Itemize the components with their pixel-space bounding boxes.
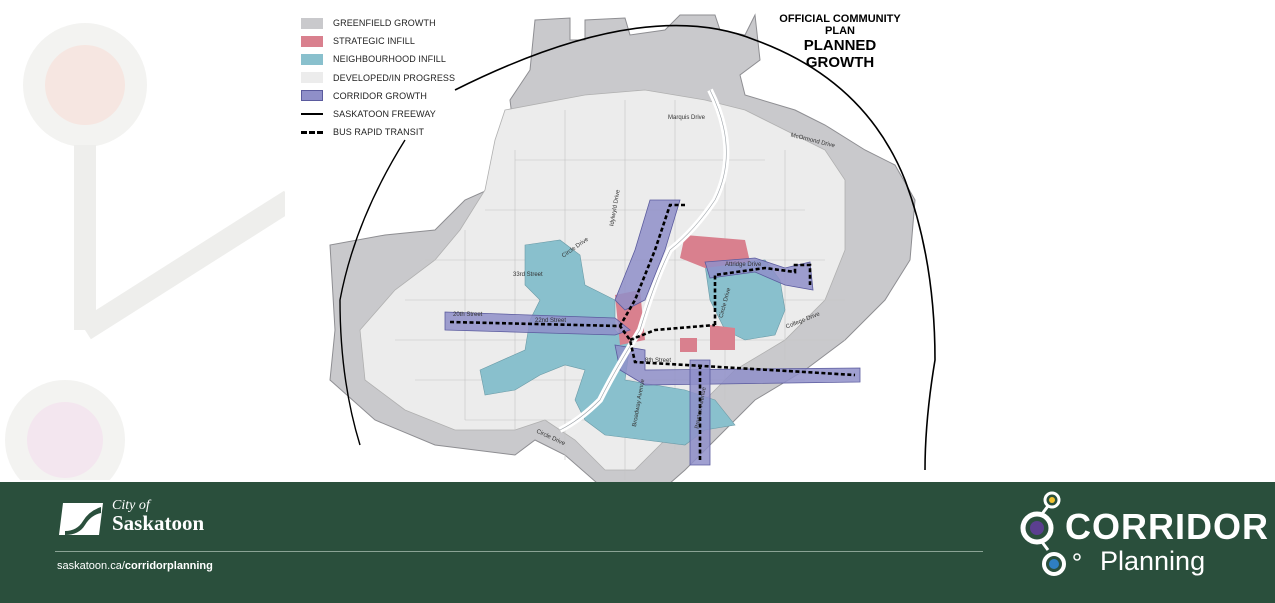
growth-map (329, 13, 936, 506)
growth-map-panel: Marquis Drive McOrmond Drive 33rd Street… (285, 0, 960, 520)
footer-divider (55, 551, 983, 552)
legend-swatch-greenfield (301, 17, 323, 29)
street-label-20th: 20th Street (453, 312, 483, 318)
map-title-line1: OFFICIAL COMMUNITY PLAN (779, 13, 901, 37)
city-of-saskatoon-logo-icon (59, 503, 103, 535)
legend-row-neighbourhood: NEIGHBOURHOOD INFILL (301, 50, 455, 68)
map-title: OFFICIAL COMMUNITY PLAN PLANNED GROWTH (765, 13, 915, 71)
river-edge (559, 89, 727, 431)
legend-label-neighbourhood: NEIGHBOURHOOD INFILL (333, 54, 447, 65)
site-url-link[interactable]: saskatoon.ca/corridorplanning (57, 560, 213, 572)
legend-swatch-brt (301, 130, 323, 134)
planning-brand-word: Planning (1100, 546, 1206, 576)
street-label-marquis: Marquis Drive (668, 115, 706, 121)
strategic-infill-small (680, 338, 697, 352)
legend-swatch-corridor (301, 90, 323, 102)
legend-row-developed: DEVELOPED/IN PROGRESS (301, 69, 455, 87)
street-label-attridge: Attridge Drive (725, 262, 762, 268)
neighbourhood-infill-central (479, 239, 736, 446)
legend-row-greenfield: GREENFIELD GROWTH (301, 14, 455, 32)
legend-label-greenfield: GREENFIELD GROWTH (333, 18, 436, 29)
corridor-brand-word: CORRIDOR (1065, 506, 1269, 547)
map-title-line2: PLANNED (803, 37, 877, 54)
site-url-path: corridorplanning (124, 560, 213, 572)
deco-circle-top-inner (45, 45, 125, 125)
footer-bar (0, 482, 1275, 603)
street-label-22nd: 22nd Street (535, 318, 567, 324)
legend-row-brt: BUS RAPID TRANSIT (301, 123, 455, 141)
legend-swatch-developed (301, 72, 323, 84)
saskatoon-freeway-west (339, 139, 406, 446)
legend-row-freeway: SASKATOON FREEWAY (301, 105, 455, 123)
legend-label-strategic: STRATEGIC INFILL (333, 36, 415, 47)
deco-connector-diag (79, 190, 290, 340)
legend-swatch-strategic (301, 35, 323, 47)
legend-label-corridor: CORRIDOR GROWTH (333, 90, 427, 101)
city-name-text: Saskatoon (112, 511, 205, 535)
legend-row-strategic: STRATEGIC INFILL (301, 32, 455, 50)
city-of-text: City of (112, 498, 150, 513)
legend-swatch-freeway (301, 113, 323, 116)
map-legend: GREENFIELD GROWTH STRATEGIC INFILL NEIGH… (301, 14, 455, 141)
legend-label-developed: DEVELOPED/IN PROGRESS (333, 72, 456, 83)
street-label-8th: 8th Street (645, 358, 672, 364)
corridor-planning-logo-icon (1020, 491, 1081, 576)
legend-label-brt: BUS RAPID TRANSIT (333, 127, 425, 138)
bus-rapid-transit (449, 203, 856, 460)
deco-circle-bottom-inner (27, 402, 103, 478)
strategic-infill-east (710, 325, 735, 350)
legend-label-freeway: SASKATOON FREEWAY (333, 109, 436, 120)
map-title-line3: GROWTH (805, 54, 875, 71)
saskatoon-freeway (454, 24, 936, 471)
decorative-network-graphic (5, 23, 290, 480)
street-label-33rd: 33rd Street (513, 272, 543, 278)
legend-row-corridor: CORRIDOR GROWTH (301, 87, 455, 105)
site-url-prefix: saskatoon.ca/ (57, 560, 125, 572)
legend-swatch-neighbourhood (301, 53, 323, 65)
